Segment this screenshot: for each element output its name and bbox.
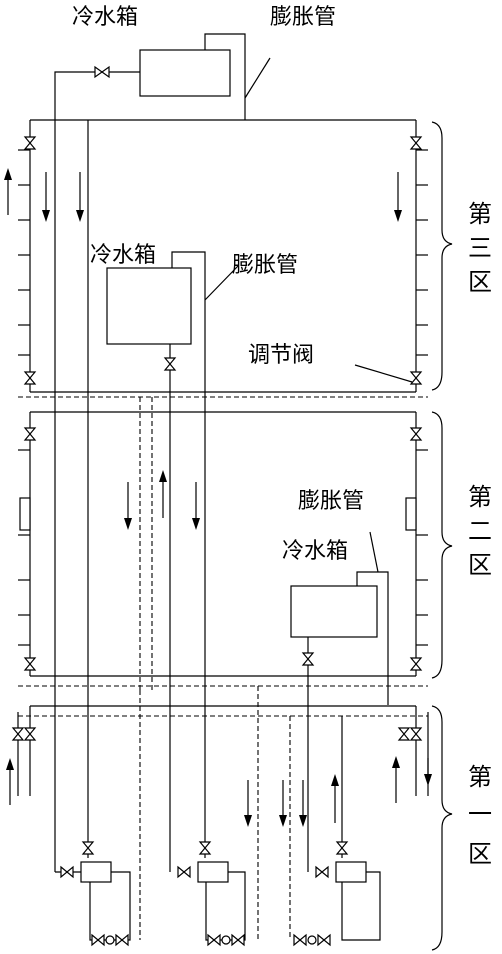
zone2-flow-arrow-icon xyxy=(124,470,200,530)
zone3-expansion-pipe xyxy=(171,251,206,680)
zone3-frame: 冷水箱 膨胀管 调节阀 第三区 xyxy=(4,119,492,680)
regulating-valve-label: 调节阀 xyxy=(248,343,314,368)
zone3-cold-water-tank xyxy=(106,267,192,345)
regulating-valve-leader xyxy=(354,364,413,383)
zone2-label: 第二区 xyxy=(468,483,492,579)
roof-tank-group: 冷水箱 膨胀管 xyxy=(54,5,336,400)
zone3-right-branches xyxy=(416,149,428,356)
pump-group-3-bypass-valve-icon xyxy=(293,933,331,947)
zone2-tank-valve-icon xyxy=(301,652,315,666)
roof-outlet-valve-icon xyxy=(94,65,110,79)
pump-group-1-bypass-valve-icon xyxy=(91,933,129,947)
zone1-valve-icon xyxy=(11,727,423,741)
zone2-valve-icon xyxy=(23,427,423,671)
zone3-tank-label: 冷水箱 xyxy=(90,243,156,268)
pump-group-2-bypass-valve-icon xyxy=(207,933,245,947)
zone1-label: 第一区 xyxy=(468,763,492,868)
zone3-label: 第三区 xyxy=(468,200,492,296)
zone2-left-branches xyxy=(18,449,31,646)
zone2-expansion-pipe xyxy=(356,571,389,705)
zone1-frame: 第一区 xyxy=(6,680,492,951)
roof-expansion-pipe xyxy=(204,33,246,120)
pump-icon xyxy=(335,861,367,883)
zone2-cold-water-tank xyxy=(290,585,378,638)
zone2-brace-icon xyxy=(431,411,453,679)
pump-group-2 xyxy=(169,680,259,947)
roof-outlet-pipe xyxy=(54,71,140,400)
pump-icon xyxy=(197,861,229,883)
zone2-tank-label: 冷水箱 xyxy=(282,539,348,564)
zone3-flow-arrow-icon xyxy=(4,168,402,222)
zone3-expansion-leader xyxy=(204,265,239,301)
zone3-brace-icon xyxy=(431,121,453,391)
zone1-brace-icon xyxy=(431,705,453,951)
zone2-right-branches xyxy=(405,449,428,646)
zone2-frame: 冷水箱 膨胀管 第二区 xyxy=(18,397,492,705)
roof-expansion-pipe-label: 膨胀管 xyxy=(270,5,336,30)
zone3-expansion-pipe-label: 膨胀管 xyxy=(232,253,298,278)
zone2-expansion-pipe-label: 膨胀管 xyxy=(298,489,364,514)
zone3-tank-valve-icon xyxy=(163,357,177,371)
pump-group-1 xyxy=(54,690,141,947)
roof-expansion-leader xyxy=(244,57,271,99)
zone3-valve-icon xyxy=(23,136,423,385)
pump-icon xyxy=(80,861,112,883)
pump-group-3 xyxy=(289,680,381,947)
roof-tank-label: 冷水箱 xyxy=(72,5,138,30)
zone1-flow-arrow-icon xyxy=(6,756,432,827)
roof-cold-water-tank xyxy=(139,49,231,97)
zone2-expansion-leader xyxy=(369,531,379,573)
zone3-left-branches xyxy=(18,149,30,356)
